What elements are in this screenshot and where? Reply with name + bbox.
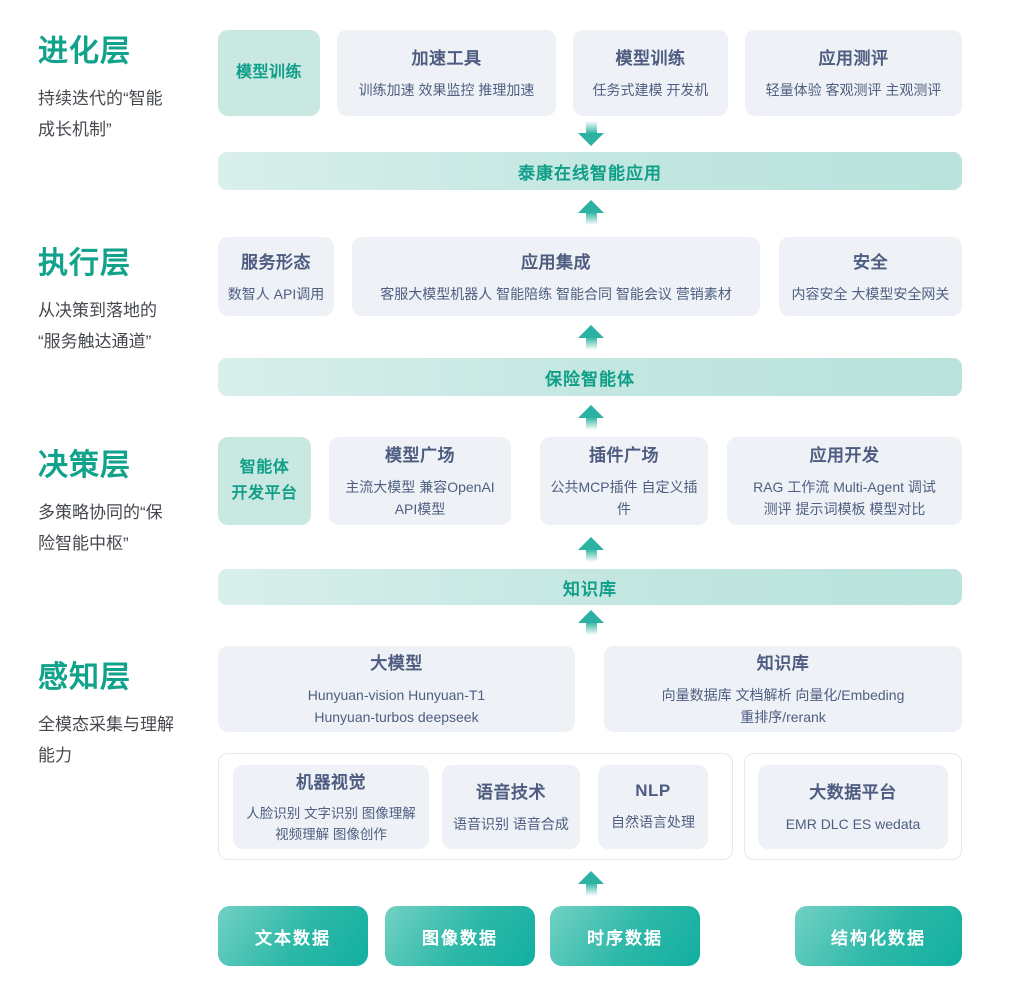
- arrow-up-icon: [578, 200, 604, 225]
- card-speech-tech: 语音技术 语音识别 语音合成: [442, 765, 580, 849]
- layer-decision-title: 决策层: [38, 449, 131, 482]
- banner-taikang-online-apps: 泰康在线智能应用: [218, 152, 962, 190]
- card-title: 服务形态: [241, 252, 311, 272]
- card-title: 应用开发: [809, 446, 880, 466]
- arrow-tail: [585, 338, 597, 350]
- layer-decision-subtitle: 多策略协同的“保 险智能中枢”: [38, 503, 163, 553]
- arrow-tail: [585, 121, 597, 133]
- card-title: 模型广场: [385, 446, 455, 466]
- card-items: 人脸识别 文字识别 图像理解 视频理解 图像创作: [246, 806, 416, 842]
- card-app-integration: 应用集成 客服大模型机器人 智能陪练 智能合同 智能会议 营销素材: [352, 237, 760, 316]
- card-items: 主流大模型 兼容OpenAI API模型: [345, 479, 495, 517]
- card-title: 大数据平台: [809, 783, 897, 803]
- chip-text-data: 文本数据: [218, 906, 368, 966]
- card-items: 数智人 API调用: [227, 285, 325, 302]
- feature-card-agent-dev-platform: 智能体 开发平台: [218, 437, 311, 525]
- card-acceleration-tools: 加速工具 训练加速 效果监控 推理加速: [337, 30, 556, 116]
- arrow-head: [578, 325, 604, 338]
- card-app-development: 应用开发 RAG 工作流 Multi-Agent 调试 测评 提示词模板 模型对…: [727, 437, 962, 525]
- card-title: 应用集成: [521, 252, 591, 272]
- card-big-data-platform: 大数据平台 EMR DLC ES wedata: [758, 765, 948, 849]
- card-title: 机器视觉: [296, 773, 366, 793]
- card-knowledge-base: 知识库 向量数据库 文档解析 向量化/Embeding 重排序/rerank: [604, 646, 962, 732]
- arrow-head: [578, 133, 604, 146]
- arrow-up-icon: [578, 871, 604, 896]
- chip-time-series-data: 时序数据: [550, 906, 700, 966]
- layer-evolution-title: 进化层: [38, 35, 131, 68]
- card-plugin-plaza: 插件广场 公共MCP插件 自定义插件: [540, 437, 708, 525]
- card-items: 自然语言处理: [611, 813, 695, 830]
- card-items: 向量数据库 文档解析 向量化/Embeding 重排序/rerank: [661, 687, 905, 725]
- banner-insurance-agent: 保险智能体: [218, 358, 962, 396]
- card-items: 训练加速 效果监控 推理加速: [358, 82, 535, 99]
- layer-perception-title: 感知层: [38, 661, 131, 694]
- card-items: 内容安全 大模型安全网关: [791, 285, 950, 302]
- arrow-up-icon: [578, 610, 604, 635]
- card-large-models: 大模型 Hunyuan-vision Hunyuan-T1 Hunyuan-tu…: [218, 646, 575, 732]
- card-title: 应用测评: [818, 49, 889, 69]
- chip-structured-data: 结构化数据: [795, 906, 962, 966]
- arrow-head: [578, 405, 604, 418]
- layer-execution-title: 执行层: [38, 247, 131, 280]
- layer-execution-subtitle: 从决策到落地的 “服务触达通道”: [38, 301, 157, 351]
- layer-evolution-label: 进化层 持续迭代的“智能 成长机制”: [38, 26, 222, 145]
- card-title: 大模型: [370, 654, 423, 674]
- card-model-plaza: 模型广场 主流大模型 兼容OpenAI API模型: [329, 437, 511, 525]
- arrow-tail: [585, 213, 597, 225]
- card-items: 语音识别 语音合成: [453, 816, 569, 833]
- chip-image-data: 图像数据: [385, 906, 535, 966]
- arrow-tail: [585, 623, 597, 635]
- card-items: 客服大模型机器人 智能陪练 智能合同 智能会议 营销素材: [380, 285, 732, 302]
- card-items: 任务式建模 开发机: [592, 82, 709, 99]
- layer-execution-label: 执行层 从决策到落地的 “服务触达通道”: [38, 238, 222, 357]
- card-items: 轻量体验 客观测评 主观测评: [765, 82, 942, 99]
- layer-decision-label: 决策层 多策略协同的“保 险智能中枢”: [38, 440, 222, 559]
- card-security: 安全 内容安全 大模型安全网关: [779, 237, 962, 316]
- card-items: EMR DLC ES wedata: [785, 816, 921, 833]
- card-title: 模型训练: [615, 49, 686, 69]
- card-items: Hunyuan-vision Hunyuan-T1 Hunyuan-turbos…: [307, 687, 486, 725]
- card-app-evaluation: 应用测评 轻量体验 客观测评 主观测评: [745, 30, 962, 116]
- arrow-head: [578, 610, 604, 623]
- card-title: 加速工具: [411, 49, 482, 69]
- card-nlp: NLP 自然语言处理: [598, 765, 708, 849]
- card-title: 知识库: [756, 654, 810, 674]
- feature-card-model-training: 模型训练: [218, 30, 320, 116]
- arrow-tail: [585, 550, 597, 562]
- card-model-training: 模型训练 任务式建模 开发机: [573, 30, 728, 116]
- arrow-tail: [585, 418, 597, 430]
- arrow-head: [578, 871, 604, 884]
- layer-perception-subtitle: 全模态采集与理解 能力: [38, 715, 174, 765]
- card-items: 公共MCP插件 自定义插件: [550, 479, 698, 517]
- arrow-up-icon: [578, 537, 604, 562]
- arrow-head: [578, 537, 604, 550]
- arrow-head: [578, 200, 604, 213]
- card-title: 安全: [853, 252, 888, 272]
- card-computer-vision: 机器视觉 人脸识别 文字识别 图像理解 视频理解 图像创作: [233, 765, 429, 849]
- layer-evolution-subtitle: 持续迭代的“智能 成长机制”: [38, 89, 163, 139]
- card-items: RAG 工作流 Multi-Agent 调试 测评 提示词模板 模型对比: [753, 479, 936, 517]
- arrow-down-icon: [578, 121, 604, 146]
- card-title: 插件广场: [589, 446, 659, 466]
- card-title: 语音技术: [476, 783, 546, 803]
- arrow-up-icon: [578, 325, 604, 350]
- arrow-tail: [585, 884, 597, 896]
- banner-knowledge-base: 知识库: [218, 569, 962, 605]
- arrow-up-icon: [578, 405, 604, 430]
- card-title: NLP: [635, 780, 671, 800]
- layer-perception-label: 感知层 全模态采集与理解 能力: [38, 652, 222, 771]
- card-service-forms: 服务形态 数智人 API调用: [218, 237, 334, 316]
